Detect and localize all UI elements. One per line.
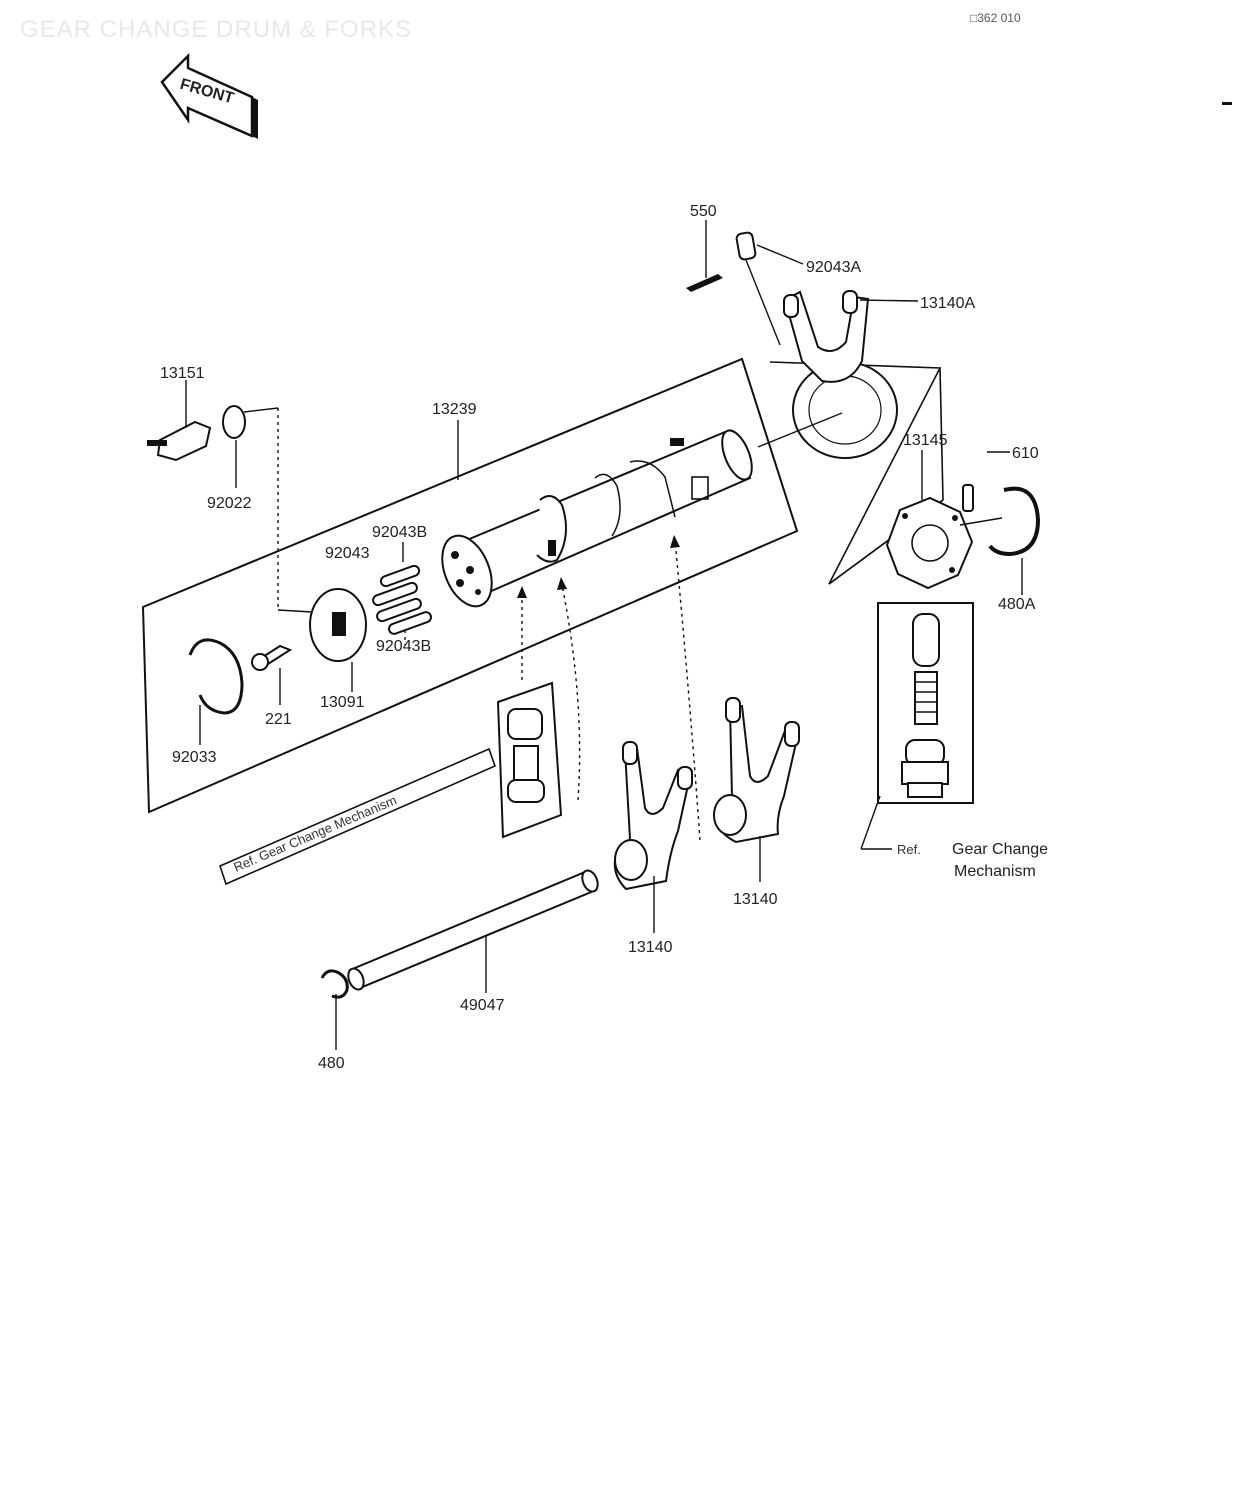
ref-right-prefix: Ref. <box>897 842 921 857</box>
callout-13151: 13151 <box>160 365 205 382</box>
cotter-pin-550 <box>686 274 723 292</box>
callout-13140-right: 13140 <box>733 891 778 908</box>
callout-92043B-bottom: 92043B <box>376 638 431 655</box>
shift-fork-13140A <box>783 290 898 459</box>
edge-mark <box>1222 102 1232 105</box>
callout-610: 610 <box>1012 445 1039 462</box>
callout-13145: 13145 <box>903 432 948 449</box>
pin-610 <box>962 484 974 512</box>
ref-gear-change-mechanism-left: Ref. Gear Change Mechanism <box>231 792 398 874</box>
shift-rod-49047 <box>347 869 599 991</box>
callout-13091: 13091 <box>320 694 365 711</box>
callout-92043: 92043 <box>325 545 370 562</box>
drum-assembly-panel <box>141 357 799 814</box>
reference-bar-left: Ref. Gear Change Mechanism <box>219 747 497 886</box>
circlip-480A <box>988 486 1041 557</box>
shift-fork-13140-left <box>613 741 693 891</box>
shift-fork-13140-right <box>713 697 800 844</box>
front-arrow-icon: FRONT <box>160 52 258 139</box>
shift-cam-13145 <box>885 496 974 590</box>
washer-92022 <box>222 405 246 439</box>
detent-box-right <box>877 602 974 804</box>
assembly-arrows <box>517 535 701 841</box>
detent-box-left <box>496 681 563 839</box>
callout-13239: 13239 <box>432 401 477 418</box>
circlip-92033 <box>188 638 244 715</box>
pin-92043A <box>735 231 757 261</box>
callout-13140A: 13140A <box>920 295 975 312</box>
callout-92043A: 92043A <box>806 259 861 276</box>
leader-lines <box>185 220 1023 1050</box>
callout-13140-left: 13140 <box>628 939 673 956</box>
diagram-title: GEAR CHANGE DRUM & FORKS <box>20 16 412 43</box>
callout-92033: 92033 <box>172 749 217 766</box>
pin-221 <box>251 644 293 671</box>
pins-92043-group <box>372 564 432 635</box>
callout-92022: 92022 <box>207 495 252 512</box>
callout-550: 550 <box>690 203 717 220</box>
callout-480: 480 <box>318 1055 345 1072</box>
ref-right-line1: Gear Change <box>952 841 1048 858</box>
callout-92043B-top: 92043B <box>372 524 427 541</box>
gear-change-drum <box>441 429 753 608</box>
callout-480A: 480A <box>998 596 1036 613</box>
circlip-480 <box>320 969 349 999</box>
diagram-code: □362 010 <box>970 11 1021 25</box>
plate-13091 <box>309 588 367 662</box>
ref-right-line2: Mechanism <box>954 863 1036 880</box>
switch-13151 <box>147 420 212 462</box>
callout-221: 221 <box>265 711 292 728</box>
callout-49047: 49047 <box>460 997 505 1014</box>
